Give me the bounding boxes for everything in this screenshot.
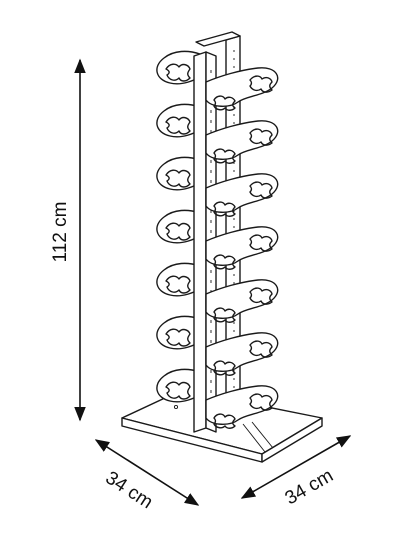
- right-arms: [205, 67, 279, 429]
- right-arm: [205, 67, 279, 111]
- width-label: 34 cm: [282, 465, 337, 509]
- height-dimension: 112 cm: [50, 58, 86, 422]
- right-arm: [205, 173, 279, 217]
- right-arm: [205, 332, 279, 376]
- left-arm: [156, 156, 201, 191]
- left-arm: [156, 368, 201, 403]
- left-arms: [156, 50, 201, 403]
- right-arm: [205, 120, 279, 164]
- shoe-rack-drawing: [121, 31, 323, 463]
- width-arrow: [240, 435, 352, 499]
- right-arm: [205, 226, 279, 270]
- right-arm: [205, 279, 279, 323]
- left-arm: [156, 50, 201, 85]
- left-arm: [156, 209, 201, 244]
- right-arm: [205, 385, 279, 429]
- left-arm: [156, 262, 201, 297]
- left-arm: [156, 315, 201, 350]
- height-label: 112 cm: [50, 202, 71, 263]
- depth-label: 34 cm: [102, 467, 157, 513]
- depth-arrow: [94, 439, 200, 506]
- left-arm: [156, 103, 201, 138]
- depth-dimension: 34 cm: [94, 439, 200, 513]
